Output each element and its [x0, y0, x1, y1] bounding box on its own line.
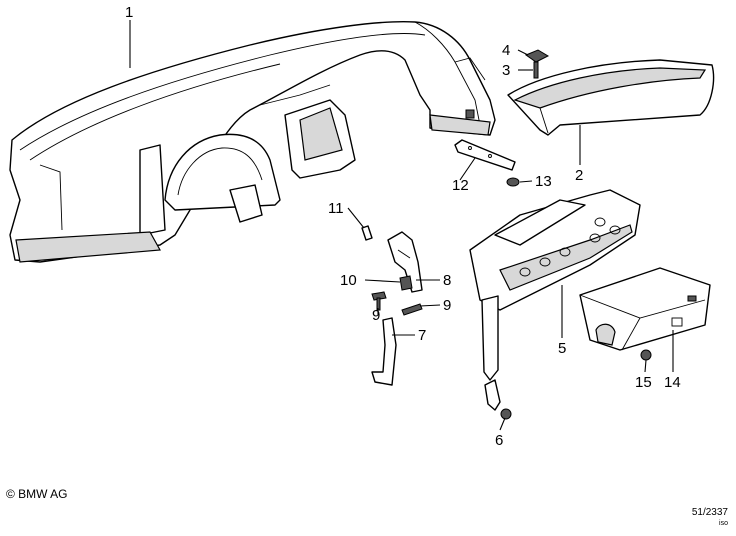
callout-11: 11 — [328, 200, 344, 217]
bracket-12-part[interactable] — [454, 139, 516, 171]
nut-13-part[interactable] — [506, 177, 520, 187]
diagram-suffix: iso — [719, 520, 728, 527]
callout-8: 8 — [443, 272, 451, 289]
bracket-8-part[interactable] — [387, 231, 423, 293]
screw-9b-part[interactable] — [401, 303, 423, 316]
diagram-number-value: 51/2337 — [691, 507, 728, 518]
callout-12: 12 — [452, 177, 469, 194]
dashboard-part[interactable] — [9, 21, 496, 263]
callout-14: 14 — [664, 374, 681, 391]
screw-15-part[interactable] — [640, 349, 652, 361]
callout-1: 1 — [125, 4, 133, 21]
callout-15: 15 — [635, 374, 652, 391]
callout-3: 3 — [502, 62, 510, 79]
support-7-part[interactable] — [371, 317, 397, 386]
clip-11-part[interactable] — [361, 225, 373, 241]
callout-labels: 1 2 3 4 5 6 7 8 9 9 10 11 12 13 14 15 — [125, 4, 681, 449]
callout-7: 7 — [418, 327, 426, 344]
screw-part[interactable] — [533, 61, 539, 79]
nut-10-part[interactable] — [399, 275, 413, 291]
screw-9a-part[interactable] — [371, 291, 387, 311]
bolt-6-part[interactable] — [500, 408, 512, 420]
copyright-text: © BMW AG — [6, 487, 68, 501]
callout-9b: 9 — [443, 297, 451, 314]
leader-lines — [129, 20, 674, 431]
carrier-5-part[interactable] — [469, 189, 641, 411]
callout-10: 10 — [340, 272, 357, 289]
callout-5: 5 — [558, 340, 566, 357]
diagram-number: 51/2337 iso — [692, 507, 728, 529]
airbag-module-14-part[interactable] — [579, 267, 711, 351]
glovebox-lid-part[interactable] — [507, 59, 715, 136]
callout-13: 13 — [535, 173, 552, 190]
callout-9a: 9 — [372, 307, 380, 324]
clip-part[interactable] — [524, 49, 550, 63]
callout-4: 4 — [502, 42, 510, 59]
callout-2: 2 — [575, 167, 583, 184]
callout-6: 6 — [495, 432, 503, 449]
